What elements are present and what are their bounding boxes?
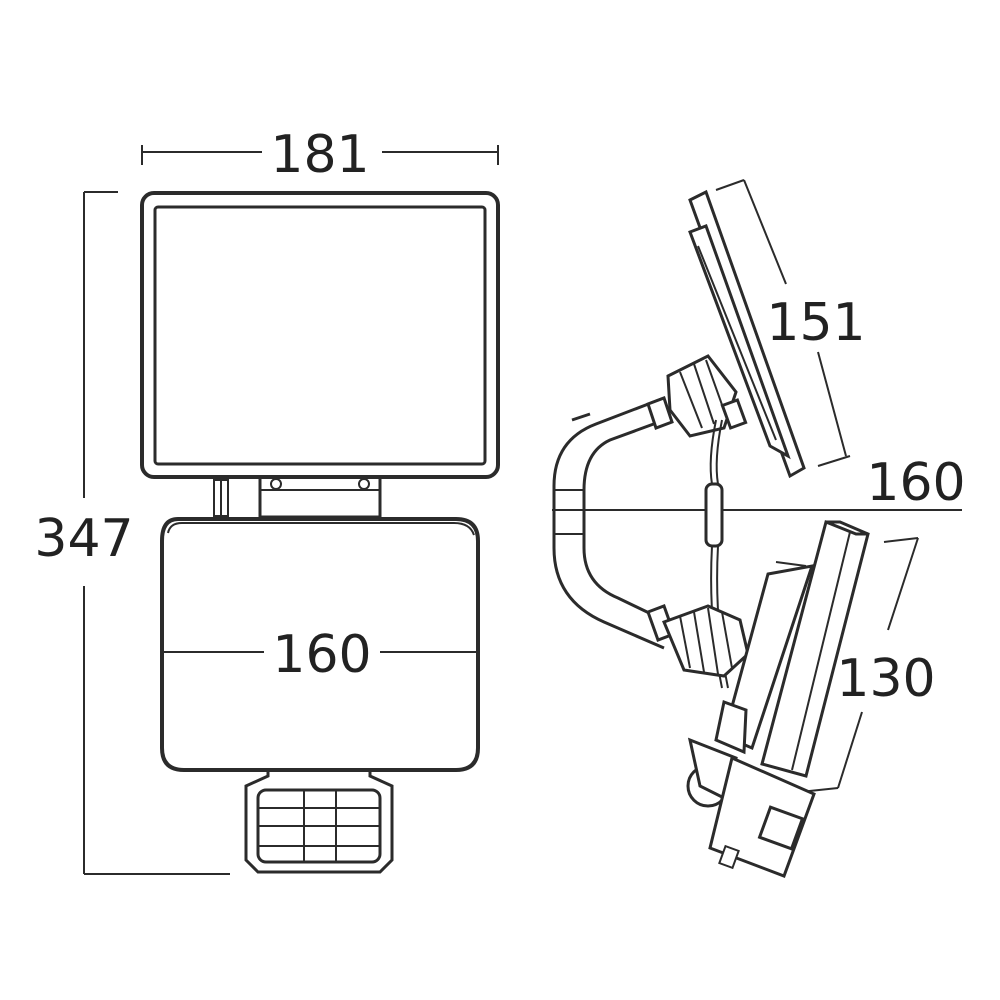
side-view: 160 151 130 <box>552 179 966 878</box>
dim-label-181: 181 <box>270 125 369 185</box>
lower-joint-knob <box>662 604 750 678</box>
upper-joint-knob <box>666 354 748 438</box>
dim-label-130: 130 <box>836 649 935 709</box>
dim-label-160-front: 160 <box>272 625 371 685</box>
dim-line-151 <box>715 179 851 467</box>
lamp-head-side <box>714 520 870 778</box>
dim-line-130 <box>799 537 919 793</box>
dim-label-160-side: 160 <box>866 453 965 513</box>
front-view: 181 347 <box>34 125 500 875</box>
mount-bracket-front <box>213 475 382 519</box>
dim-line-181 <box>141 145 499 165</box>
dim-line-347 <box>83 191 230 875</box>
solar-panel-side <box>688 189 806 479</box>
dim-label-347: 347 <box>34 509 133 569</box>
dim-label-151: 151 <box>766 293 865 353</box>
lamp-head-front <box>160 517 480 772</box>
pir-sensor-side <box>686 737 816 878</box>
solar-panel-front <box>140 191 500 479</box>
pir-sensor-front <box>244 770 394 874</box>
mount-arm-side <box>552 396 676 650</box>
